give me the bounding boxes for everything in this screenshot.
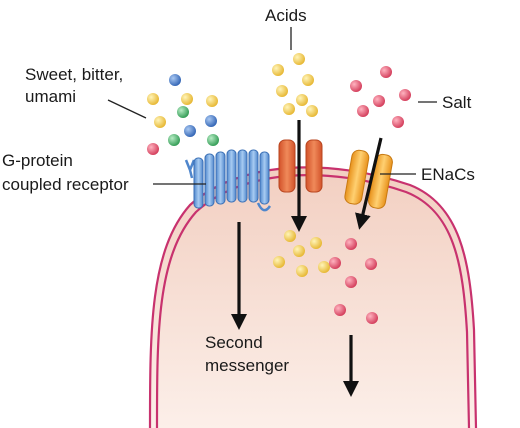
salt-label: Salt <box>442 93 472 112</box>
gpcr-label-line2: coupled receptor <box>2 175 129 194</box>
enacs-label: ENaCs <box>421 165 475 184</box>
sweet-leader-line <box>107 99 147 119</box>
taste-cell-body <box>150 167 476 428</box>
second-messenger-label-line2: messenger <box>205 356 289 375</box>
salt-molecules-outside <box>350 66 411 128</box>
acid-channel <box>278 139 323 193</box>
acid-molecules-outside <box>272 53 318 117</box>
sweet-bitter-label-line1: Sweet, bitter, <box>25 65 123 84</box>
salt-molecules-inside <box>329 238 378 324</box>
gpcr-receptor <box>184 149 272 212</box>
second-messenger-label-line1: Second <box>205 333 263 352</box>
tastant-molecules <box>147 74 219 155</box>
acid-molecules-inside <box>273 230 330 277</box>
gpcr-label-line1: G-protein <box>2 151 73 170</box>
acids-label: Acids <box>265 6 307 25</box>
sweet-bitter-label-line2: umami <box>25 87 76 106</box>
salt-influx-arrow <box>355 137 383 230</box>
